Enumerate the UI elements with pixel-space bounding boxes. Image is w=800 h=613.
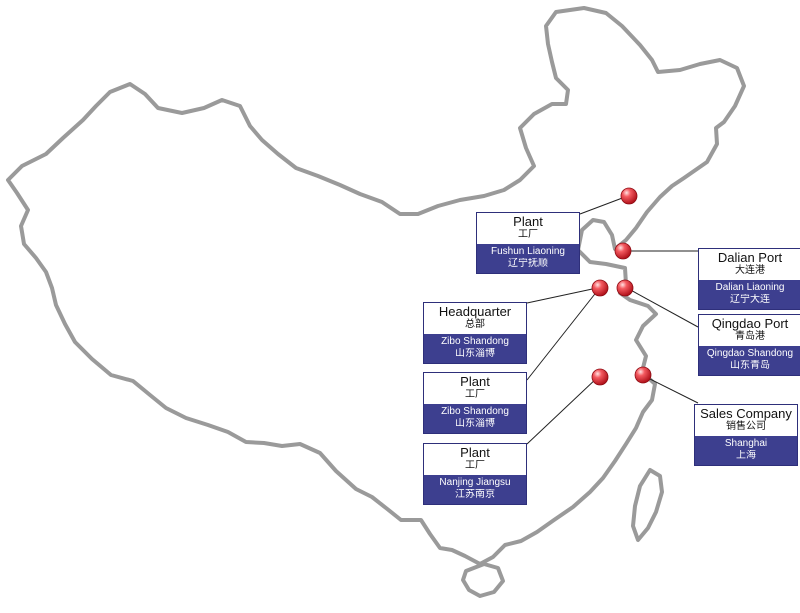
label-title-cn: 工厂 <box>465 389 485 400</box>
label-place-cn: 辽宁抚顺 <box>508 258 548 269</box>
leader-line-shanghai <box>641 374 699 404</box>
label-title-cn: 销售公司 <box>726 421 766 432</box>
label-place-cn: 山东淄博 <box>455 418 495 429</box>
label-place: Qingdao Shandong <box>706 348 794 359</box>
label-place: Zibo Shandong <box>441 336 509 347</box>
label-band: Shanghai 上海 <box>695 436 797 465</box>
label-title-cn: 总部 <box>465 319 485 330</box>
marker-nanjing[interactable] <box>591 368 609 386</box>
label-title: Plant <box>513 214 543 229</box>
marker-dalian[interactable] <box>614 242 632 260</box>
label-place-cn: 江苏南京 <box>455 489 495 500</box>
label-place-cn: 上海 <box>736 450 756 461</box>
label-band: Qingdao Shandong 山东青岛 <box>699 346 800 375</box>
label-band: Zibo Shandong 山东淄博 <box>424 334 526 363</box>
leader-line-fushun <box>579 196 626 215</box>
taiwan-outline <box>631 468 664 542</box>
label-band: Fushun Liaoning 辽宁抚顺 <box>477 244 579 273</box>
label-title-cn: 青岛港 <box>735 331 765 342</box>
label-place: Dalian Liaoning <box>715 282 785 293</box>
label-title: Qingdao Port <box>711 316 789 331</box>
mainland-outline <box>6 6 746 566</box>
label-plant-fushun[interactable]: Plant 工厂 Fushun Liaoning 辽宁抚顺 <box>476 212 580 274</box>
label-place: Zibo Shandong <box>441 406 509 417</box>
label-plant-zibo[interactable]: Plant 工厂 Zibo Shandong 山东淄博 <box>423 372 527 434</box>
label-dalian-port[interactable]: Dalian Port 大连港 Dalian Liaoning 辽宁大连 <box>698 248 800 310</box>
label-headquarter[interactable]: Headquarter 总部 Zibo Shandong 山东淄博 <box>423 302 527 364</box>
leader-line-headquarter <box>526 287 598 304</box>
label-place-cn: 辽宁大连 <box>730 294 770 305</box>
label-sales-company[interactable]: Sales Company 销售公司 Shanghai 上海 <box>694 404 798 466</box>
label-band: Dalian Liaoning 辽宁大连 <box>699 280 800 309</box>
label-title: Dalian Port <box>717 250 783 265</box>
label-title-cn: 大连港 <box>735 265 765 276</box>
label-title-cn: 工厂 <box>465 460 485 471</box>
leader-line-plant-zibo <box>526 289 599 381</box>
label-title-cn: 工厂 <box>518 229 538 240</box>
label-plant-nanjing[interactable]: Plant 工厂 Nanjing Jiangsu 江苏南京 <box>423 443 527 505</box>
label-title: Sales Company <box>700 406 792 421</box>
label-place: Shanghai <box>724 438 768 449</box>
marker-shanghai[interactable] <box>634 366 652 384</box>
label-place: Fushun Liaoning <box>491 246 565 257</box>
label-place-cn: 山东淄博 <box>455 348 495 359</box>
leader-lines <box>526 196 699 445</box>
location-markers <box>591 187 652 386</box>
label-place: Nanjing Jiangsu <box>439 477 511 488</box>
marker-fushun[interactable] <box>620 187 638 205</box>
label-title: Plant <box>460 374 490 389</box>
leader-line-nanjing <box>526 376 599 445</box>
marker-zibo[interactable] <box>591 279 609 297</box>
label-band: Nanjing Jiangsu 江苏南京 <box>424 475 526 504</box>
label-title: Headquarter <box>438 304 512 319</box>
hainan-outline <box>461 562 505 598</box>
label-qingdao-port[interactable]: Qingdao Port 青岛港 Qingdao Shandong 山东青岛 <box>698 314 800 376</box>
label-place-cn: 山东青岛 <box>730 360 770 371</box>
marker-qingdao[interactable] <box>616 279 634 297</box>
leader-line-qingdao <box>626 287 699 328</box>
label-band: Zibo Shandong 山东淄博 <box>424 404 526 433</box>
label-title: Plant <box>460 445 490 460</box>
